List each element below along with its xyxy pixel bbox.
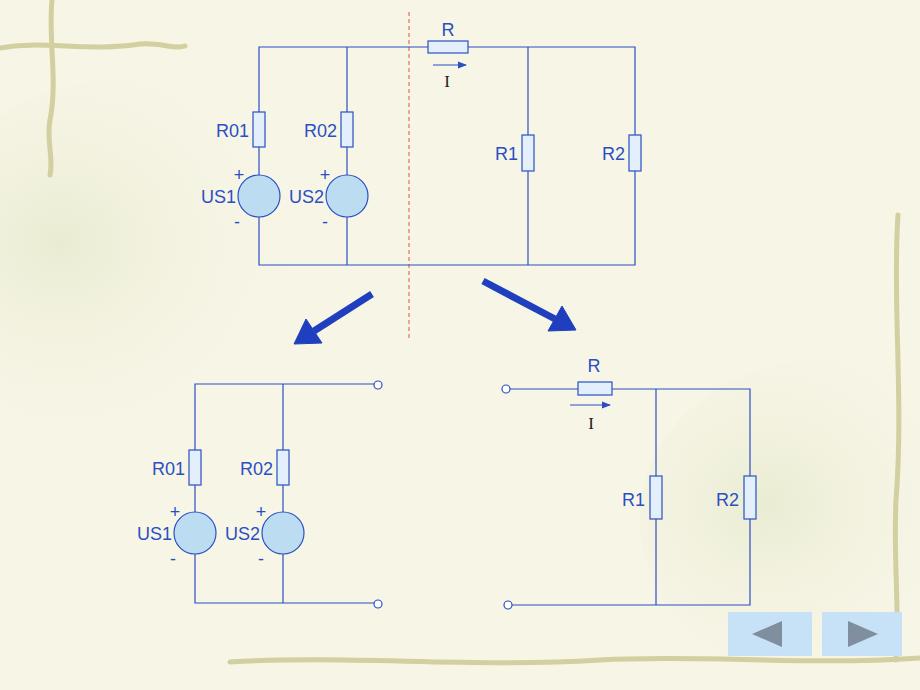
component-label: US1: [137, 525, 172, 543]
component-label: -: [170, 550, 176, 568]
current-label: I: [588, 415, 594, 432]
split-arrow: [294, 281, 576, 344]
terminal: [374, 381, 512, 609]
component-label: R01: [152, 460, 185, 478]
voltage-source-symbol: [174, 175, 368, 554]
cut-line: [409, 12, 410, 338]
component-label: US2: [225, 525, 260, 543]
component-label: R1: [622, 491, 645, 509]
component-label: R: [588, 357, 601, 375]
component-label: +: [256, 503, 267, 521]
component-label: R2: [602, 145, 625, 163]
nav-button: [728, 612, 902, 656]
component-label: R1: [495, 145, 518, 163]
current-label: I: [444, 73, 450, 90]
vine-border: [0, 0, 920, 663]
component-label: R: [442, 21, 455, 39]
component-label: US1: [201, 188, 236, 206]
component-label: US2: [289, 188, 324, 206]
current-arrow: [433, 64, 466, 65]
leaf-shade: [640, 360, 920, 680]
current-arrow: [570, 404, 610, 405]
component-label: -: [234, 213, 240, 231]
component-label: R2: [716, 491, 739, 509]
component-label: +: [320, 166, 331, 184]
component-label: +: [234, 166, 245, 184]
component-label: +: [170, 503, 181, 521]
component-label: -: [322, 213, 328, 231]
resistor-symbol: [189, 41, 756, 519]
top-circuit-wires: [195, 47, 750, 605]
component-label: R01: [216, 122, 249, 140]
component-label: -: [258, 550, 264, 568]
component-label: R02: [304, 122, 337, 140]
component-label: R02: [240, 460, 273, 478]
